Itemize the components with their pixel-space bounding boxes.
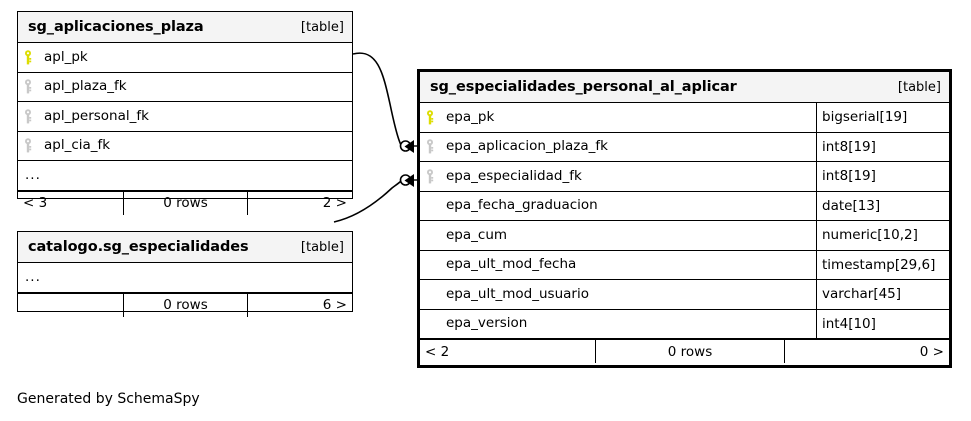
column-name: epa_ult_mod_usuario <box>446 287 589 301</box>
column-row[interactable]: epa_ult_mod_usuario varchar[45] <box>420 280 949 310</box>
more-columns-ellipsis: ... <box>25 269 41 286</box>
table-type-tag: [table] <box>300 19 344 35</box>
column-row[interactable]: epa_pk bigserial[19] <box>420 103 949 133</box>
column-name: apl_cia_fk <box>44 139 111 153</box>
foreign-key-icon <box>18 108 37 124</box>
table-footer: < 3 0 rows 2 > <box>18 190 352 215</box>
table-title: catalogo.sg_especialidades <box>28 239 249 255</box>
column-row[interactable]: epa_version int4[10] <box>420 309 949 339</box>
column-name: epa_ult_mod_fecha <box>446 258 577 272</box>
column-type: varchar[45] <box>816 280 949 309</box>
column-name: epa_fecha_graduacion <box>446 199 598 213</box>
column-row[interactable]: epa_ult_mod_fecha timestamp[29,6] <box>420 250 949 280</box>
column-row[interactable]: apl_pk <box>18 43 352 73</box>
column-name: epa_pk <box>446 110 495 124</box>
table-header[interactable]: sg_aplicaciones_plaza [table] <box>18 12 352 43</box>
table-footer: 0 rows 6 > <box>18 292 352 317</box>
more-columns-row: ... <box>18 161 352 191</box>
column-type: timestamp[29,6] <box>816 250 949 279</box>
column-type: int8[19] <box>816 162 949 191</box>
row-count: 0 rows <box>595 340 785 363</box>
column-type: numeric[10,2] <box>816 221 949 250</box>
incoming-relationship-count[interactable] <box>18 294 123 317</box>
primary-key-icon <box>420 109 439 125</box>
relationship-line-apl-to-epa <box>352 52 420 153</box>
cardinality-zero-circle <box>399 174 412 186</box>
more-columns-row: ... <box>18 263 352 293</box>
outgoing-relationship-count[interactable]: 0 > <box>919 343 944 360</box>
column-row[interactable]: epa_aplicacion_plaza_fk int8[19] <box>420 132 949 162</box>
column-name: epa_cum <box>446 228 508 242</box>
column-row[interactable]: apl_plaza_fk <box>18 73 352 102</box>
column-row[interactable]: epa_especialidad_fk int8[19] <box>420 162 949 192</box>
column-type: int4[10] <box>816 309 949 338</box>
cardinality-zero-circle <box>399 140 412 152</box>
column-name: apl_pk <box>44 50 88 64</box>
table-title: sg_especialidades_personal_al_aplicar <box>430 79 737 95</box>
incoming-relationship-count[interactable]: < 2 <box>425 343 450 360</box>
outgoing-relationship-count[interactable]: 6 > <box>322 297 347 313</box>
table-header[interactable]: sg_especialidades_personal_al_aplicar [t… <box>420 72 949 103</box>
column-name: epa_version <box>446 317 528 331</box>
row-count: 0 rows <box>123 191 248 215</box>
column-type: int8[19] <box>816 132 949 161</box>
column-type: bigserial[19] <box>816 103 949 132</box>
table-title: sg_aplicaciones_plaza <box>28 19 204 35</box>
table-footer: < 2 0 rows 0 > <box>420 339 949 363</box>
incoming-relationship-count[interactable]: < 3 <box>23 195 48 211</box>
foreign-key-icon <box>18 138 37 153</box>
column-name: apl_plaza_fk <box>44 80 127 94</box>
foreign-key-icon <box>18 79 37 94</box>
column-row[interactable]: epa_cum numeric[10,2] <box>420 221 949 251</box>
primary-key-icon <box>18 49 37 65</box>
outgoing-relationship-count[interactable]: 2 > <box>322 195 347 211</box>
column-name: epa_especialidad_fk <box>446 169 582 183</box>
column-row[interactable]: apl_personal_fk <box>18 102 352 132</box>
table-type-tag: [table] <box>897 79 941 95</box>
crowsfoot-arrow <box>404 174 414 187</box>
crowsfoot-arrow <box>404 140 414 153</box>
column-type: date[13] <box>816 191 949 220</box>
column-name: apl_personal_fk <box>44 109 149 123</box>
table-header[interactable]: catalogo.sg_especialidades [table] <box>18 232 352 263</box>
table-sg-especialidades-personal-al-aplicar[interactable]: sg_especialidades_personal_al_aplicar [t… <box>417 69 952 368</box>
table-type-tag: [table] <box>300 239 344 255</box>
foreign-key-icon <box>420 139 439 154</box>
column-row[interactable]: epa_fecha_graduacion date[13] <box>420 191 949 221</box>
column-row[interactable]: apl_cia_fk <box>18 132 352 161</box>
more-columns-ellipsis: ... <box>25 167 41 184</box>
generator-credit: Generated by SchemaSpy <box>17 391 200 407</box>
table-sg-aplicaciones-plaza[interactable]: sg_aplicaciones_plaza [table] apl_pk <box>17 11 353 215</box>
row-count: 0 rows <box>123 293 248 317</box>
foreign-key-icon <box>420 168 439 184</box>
column-name: epa_aplicacion_plaza_fk <box>446 140 608 154</box>
table-catalogo-sg-especialidades[interactable]: catalogo.sg_especialidades [table] ... 0… <box>17 231 353 317</box>
